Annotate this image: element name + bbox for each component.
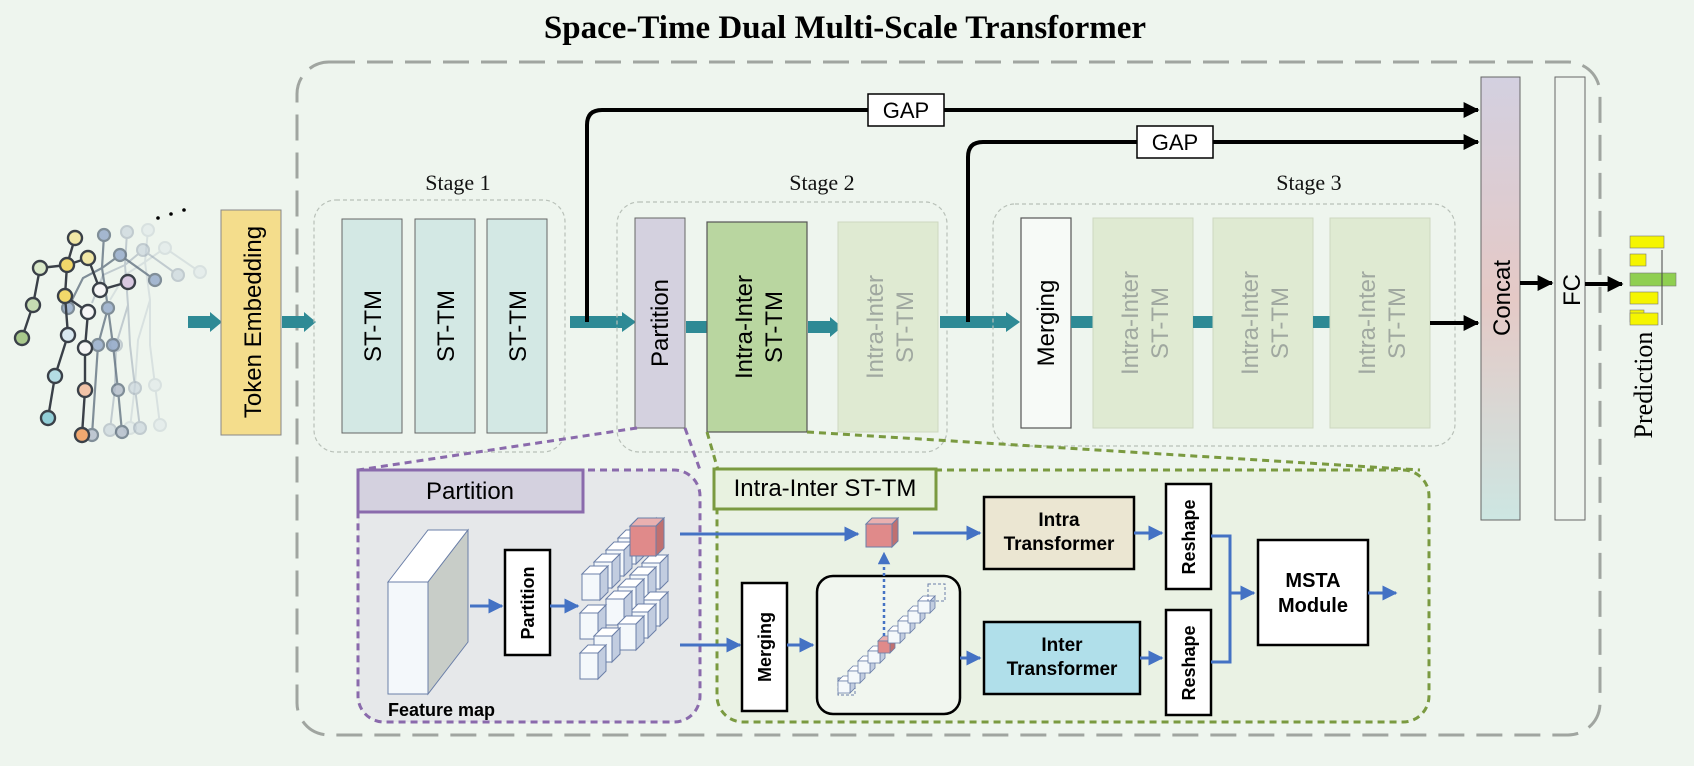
partition-detail-title: Partition [426, 478, 514, 505]
fc-block [1554, 76, 1586, 521]
diagram-title: Space-Time Dual Multi-Scale Transformer [544, 10, 1146, 46]
feature-map-illustration [386, 528, 470, 696]
stage3-block3-label-2: ST-TM [1384, 287, 1411, 359]
stage3-block1-label-1: Intra-Inter [1117, 271, 1144, 375]
highlighted-patch [628, 516, 666, 558]
zoom-line-partition-right [683, 427, 702, 471]
outer-frame [295, 60, 1602, 737]
intra-inter-detail-title: Intra-Inter ST-TM [734, 475, 917, 502]
token-sequence [837, 583, 946, 696]
partition-block [634, 217, 686, 429]
token-embedding-label: Token Embedding [240, 226, 267, 418]
merging-op-box [740, 581, 789, 713]
st-tm-label-3: ST-TM [505, 290, 532, 362]
stage1-label: Stage 1 [425, 170, 490, 195]
fc-label: FC [1559, 274, 1586, 306]
gap-box-1 [867, 93, 945, 127]
inter-transformer-box [982, 620, 1142, 696]
stage3-intra-inter-2 [1212, 217, 1314, 429]
stage3-intra-inter-3 [1329, 217, 1431, 429]
zoom-line-partition-left [357, 426, 638, 472]
intra-transformer-label-1: Intra [1038, 510, 1080, 531]
st-tm-label-1: ST-TM [360, 290, 387, 362]
arrow-to-stage1 [282, 312, 316, 332]
gap-label-2: GAP [1152, 130, 1198, 155]
reshape-label-top: Reshape [1179, 499, 1199, 574]
msta-label-1: MSTA [1285, 570, 1340, 592]
intra-transformer-box [982, 495, 1136, 571]
zoom-line-intra-left [705, 431, 720, 471]
token-embedding-block [220, 209, 282, 436]
arrow-head-merging [1006, 312, 1020, 332]
msta-label-2: Module [1278, 595, 1348, 617]
st-tm-block-2 [414, 218, 476, 434]
stage3-block2-label-1: Intra-Inter [1237, 271, 1264, 375]
gap-path-2 [966, 134, 1480, 322]
intra-token-cube [864, 516, 900, 549]
st-tm-block-1 [341, 218, 403, 434]
st-tm-block-3 [486, 218, 548, 434]
reshape-label-bottom: Reshape [1179, 625, 1199, 700]
merging-op-label: Merging [755, 612, 775, 682]
stage2-label: Stage 2 [789, 170, 854, 195]
partition-detail-header [356, 468, 585, 514]
arrow-to-token-embedding [188, 312, 222, 332]
partition-op-box [503, 548, 552, 657]
stage3-block2-label-2: ST-TM [1267, 287, 1294, 359]
prediction-bar-1 [1629, 235, 1665, 249]
intra-transformer-label-2: Transformer [1004, 534, 1115, 555]
merging-block [1020, 217, 1072, 429]
inter-transformer-label-1: Inter [1041, 635, 1083, 656]
prediction-bar-2 [1629, 253, 1647, 267]
prediction-bar-6 [1629, 312, 1659, 326]
gap-label-1: GAP [883, 98, 929, 123]
gap-box-2 [1136, 125, 1214, 159]
msta-module-box [1256, 538, 1370, 647]
stage3-block1-label-2: ST-TM [1147, 287, 1174, 359]
prediction-histogram [1629, 235, 1677, 326]
inter-transformer-label-2: Transformer [1007, 659, 1118, 680]
concat-label: Concat [1489, 260, 1516, 336]
stage3-block3-label-1: Intra-Inter [1354, 271, 1381, 375]
gap-path-1 [585, 102, 1480, 322]
concat-block [1480, 76, 1521, 521]
merging-block-label: Merging [1033, 280, 1060, 367]
reshape-box-bottom [1164, 608, 1213, 717]
partition-block-label: Partition [647, 279, 674, 367]
st-tm-label-2: ST-TM [433, 290, 460, 362]
intra-inter-faded-label-2: ST-TM [892, 291, 919, 363]
feature-map-label: Feature map [388, 700, 495, 720]
intra-inter-label-2: ST-TM [761, 291, 788, 363]
stage3-intra-inter-1 [1092, 217, 1194, 429]
partition-op-label: Partition [518, 566, 538, 639]
skeleton-input-illustration [13, 208, 207, 444]
partitioned-patches [579, 516, 669, 680]
prediction-bar-4 [1629, 291, 1659, 305]
prediction-bar-3 [1629, 272, 1677, 287]
arrow-head-partition [622, 312, 636, 332]
prediction-label: Prediction [1629, 332, 1658, 439]
intra-inter-block [706, 221, 808, 433]
intra-inter-label-1: Intra-Inter [731, 275, 758, 379]
arrow-intra-inter-to-faded [808, 317, 842, 337]
intra-inter-block-faded [837, 221, 939, 433]
stage1-frame [313, 199, 566, 453]
intra-inter-detail-header [712, 467, 938, 511]
stage3-label: Stage 3 [1276, 170, 1341, 195]
intra-inter-faded-label-1: Intra-Inter [862, 275, 889, 379]
merge-connector [1211, 534, 1232, 664]
zoom-line-intra-right [806, 430, 1421, 472]
